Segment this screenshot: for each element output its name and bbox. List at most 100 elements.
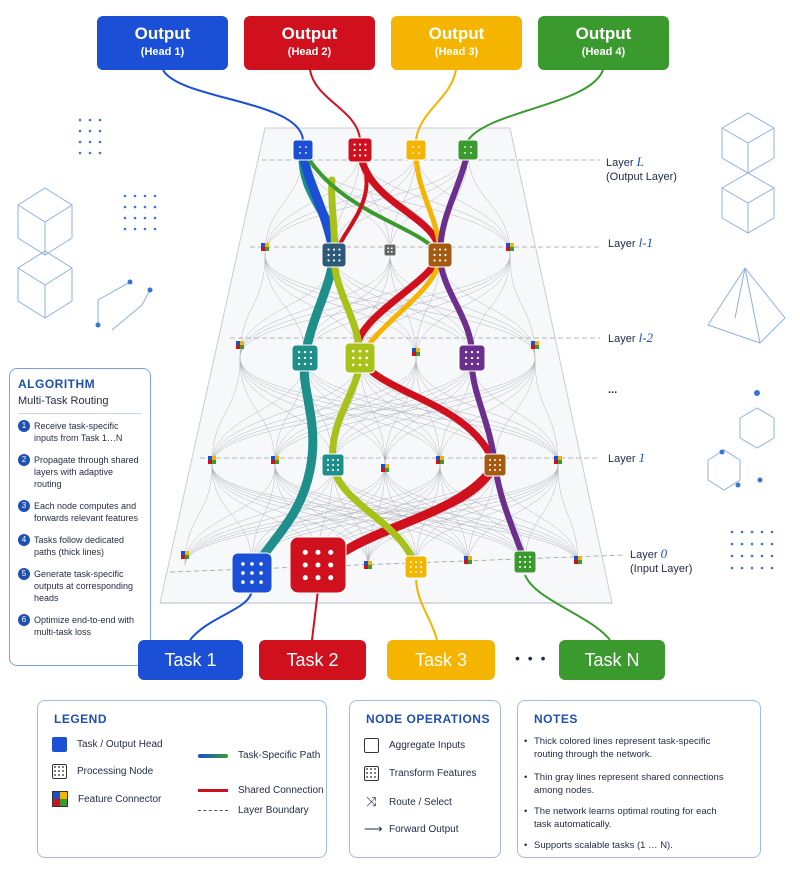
input-node-task3 [404,555,428,579]
head-subtitle: (Head 4) [581,46,626,58]
layer-label-l-1: Layer l-1 [608,235,654,251]
algorithm-title: ALGORITHM [18,377,96,391]
legend-line-item: Layer Boundary [198,805,309,816]
step-number: 1 [18,420,30,432]
shared-connection [251,464,386,566]
shared-connection [211,464,253,566]
shared-connection [467,464,496,566]
feature-connector [464,556,472,564]
shared-connection [467,149,511,256]
shared-connection [251,464,276,566]
shared-connection [359,254,511,359]
processing-node [321,453,345,477]
legend-item: Feature Connector [52,791,161,807]
shared-connection [274,464,369,566]
shared-connection [367,464,559,566]
decor-right [707,112,786,491]
algorithm-subtitle: Multi-Task Routing [18,395,142,414]
shared-connection [184,464,386,566]
shared-connection [251,464,441,566]
decor-left [17,187,151,331]
note-item: Thin gray lines represent shared connect… [524,771,734,797]
feature-connector [181,551,189,559]
shared-connection [239,357,559,466]
step-text: Generate task-specific outputs at corres… [34,569,134,603]
shared-connection [211,464,579,566]
processing-node-icon [52,764,67,779]
feature-connector [436,456,444,464]
task-2-button: Task 2 [259,640,366,680]
feature-connector [236,341,244,349]
feature-connector [208,456,216,464]
network-diagram [17,69,786,641]
feature-connector [574,556,582,564]
processing-node [344,342,376,374]
shared-connection [211,357,241,466]
input-node-task1 [231,552,273,594]
shared-connection [384,357,473,466]
feature-connector [506,243,514,251]
task-3-button: Task 3 [387,640,495,680]
feature-connector-icon [52,791,68,807]
input-node-task2 [289,536,347,594]
feature-connector [554,456,562,464]
route-select-icon: ⤨ [366,794,377,809]
input-node-taskN [513,550,537,574]
layer-boundary-line-icon [198,810,228,811]
step-text: Propagate through shared layers with ada… [34,455,139,489]
head-connectors [162,69,611,641]
feature-connector [261,243,269,251]
aggregate-icon [364,738,379,753]
shared-connection [415,464,559,566]
feature-connector [531,341,539,349]
decor-left-dots [78,118,157,328]
output-node-3 [405,139,427,161]
note-item: The network learns optimal routing for e… [524,805,734,831]
shared-connection [274,357,536,466]
node-op-item: ⟶ Forward Output [364,821,459,836]
output-node-4 [457,139,479,161]
note-item: Thick colored lines represent task-speci… [524,735,734,761]
shared-connection [264,149,417,256]
head-title: Output [428,24,485,43]
layer-label-input: Layer 0 (Input Layer) [630,546,693,576]
legend-title: LEGEND [54,712,108,726]
shared-connection [359,357,559,466]
head-subtitle: (Head 1) [140,46,185,58]
task-n-button: Task N [559,640,665,680]
processing-node [483,453,507,477]
notes-panel: NOTES Thick colored lines represent task… [517,700,761,858]
shared-connection [439,464,469,566]
processing-node [458,344,486,372]
node-ops-title: NODE OPERATIONS [366,712,490,726]
shared-connection [467,464,559,566]
task-1-button: Task 1 [138,640,243,680]
decor-right-dots [719,390,774,570]
legend-item: Processing Node [52,764,153,779]
processing-node [427,242,453,268]
processing-node [321,242,347,268]
node-op-item: Aggregate Inputs [364,738,465,753]
route-node [383,243,397,257]
output-node-2 [347,137,373,163]
feature-connector [381,464,389,472]
step-text: Optimize end-to-end with multi-task loss [34,615,135,637]
head-title: Output [575,24,632,43]
task-ellipsis: • • • [515,650,548,666]
step-text: Tasks follow dedicated paths (thick line… [34,535,125,557]
shared-connection [211,357,536,466]
output-head-2: Output (Head 2) [244,16,375,70]
head-title: Output [281,24,338,43]
shared-connection [332,357,473,466]
transform-icon [364,766,379,781]
shared-connection [557,464,579,566]
shared-connection [332,464,369,566]
step-text: Receive task-specific inputs from Task 1… [34,421,123,443]
step-number: 3 [18,500,30,512]
shared-connection [534,357,559,466]
feature-connector [364,561,372,569]
feature-connector [412,348,420,356]
